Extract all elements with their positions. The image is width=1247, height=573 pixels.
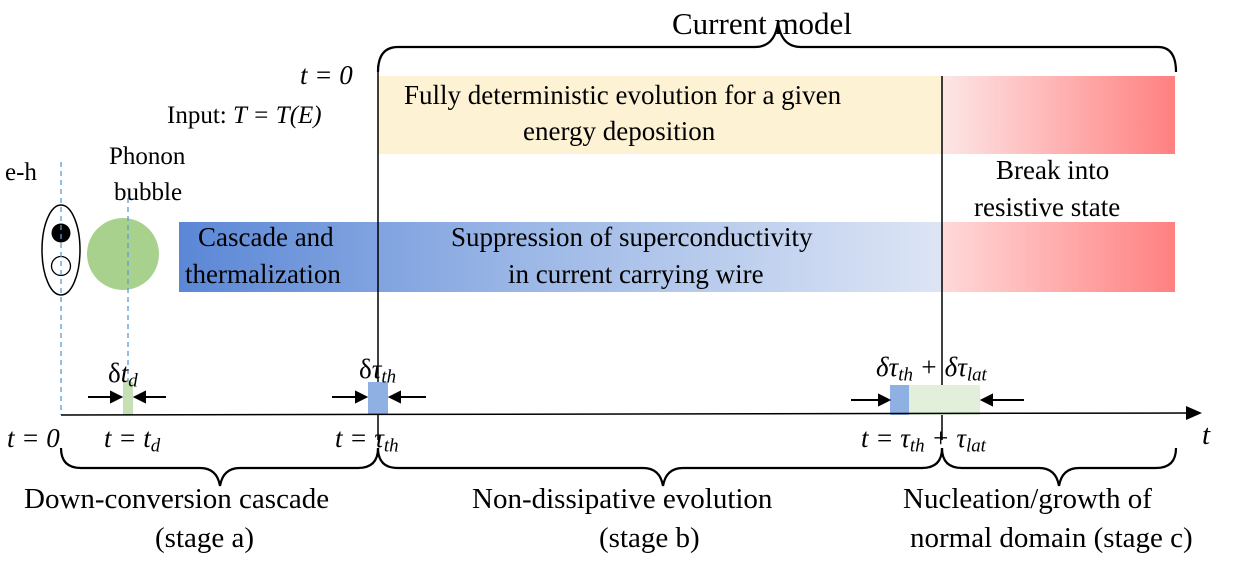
tick-td: t = td bbox=[104, 425, 160, 457]
tick-tth-sub: th bbox=[383, 435, 399, 457]
deterministic-line1: Fully deterministic evolution for a give… bbox=[404, 80, 842, 110]
break-gradient-bottom bbox=[942, 222, 1175, 292]
stage-a-line2: (stage a) bbox=[155, 522, 255, 554]
stage-c-brace bbox=[940, 447, 1178, 487]
deterministic-line2: energy deposition bbox=[523, 116, 716, 146]
delta-tau-symbol: δ bbox=[359, 354, 372, 384]
delta-tau-th-label: δτth bbox=[359, 356, 396, 388]
delta-td-box bbox=[123, 382, 133, 415]
stage-c-line2: normal domain (stage c) bbox=[910, 522, 1193, 554]
stage-a-brace bbox=[59, 447, 380, 487]
delta-td-label: δtd bbox=[108, 360, 138, 392]
tick-t0: t = 0 bbox=[7, 423, 60, 453]
tick-tlat-sub2: lat bbox=[965, 435, 986, 457]
tick-tlat-plus: + τ bbox=[924, 423, 966, 453]
delta-td-symbol: δ bbox=[108, 358, 121, 388]
input-prefix: Input: bbox=[167, 102, 233, 129]
tick-td-main: t = t bbox=[104, 423, 151, 453]
tick-td-sub: d bbox=[150, 435, 161, 457]
suppression-line1: Suppression of superconductivity bbox=[451, 222, 813, 252]
phonon-label: Phonon bbox=[109, 143, 186, 170]
break-gradient-top bbox=[942, 76, 1175, 154]
tick-tth: t = τth bbox=[335, 425, 399, 457]
time-axis bbox=[60, 412, 1191, 416]
stage-b-line2: (stage b) bbox=[599, 522, 700, 554]
tick-tlat: t = τth + τlat bbox=[861, 425, 986, 457]
tick-tlat-main: t = τ bbox=[861, 423, 910, 453]
cascade-line1: Cascade and bbox=[198, 222, 334, 252]
bubble-label: bubble bbox=[114, 179, 183, 206]
delta-lat-green-box bbox=[909, 385, 980, 415]
delta-td-sub: d bbox=[128, 370, 138, 392]
current-model-brace bbox=[376, 21, 1178, 73]
deterministic-box bbox=[378, 76, 942, 154]
input-formula: T = T(E) bbox=[232, 102, 322, 129]
delta-lat-sub1: th bbox=[898, 364, 913, 386]
break-line1: Break into bbox=[996, 155, 1110, 185]
electron-hole-ellipse bbox=[41, 204, 81, 296]
delta-tau-sub: th bbox=[381, 366, 397, 388]
stage-a-line1: Down-conversion cascade bbox=[24, 483, 330, 515]
time-axis-arrowhead bbox=[1186, 406, 1202, 420]
delta-lat-sub2: lat bbox=[966, 364, 987, 386]
interval-arrows bbox=[88, 390, 1024, 407]
axis-t-label: t bbox=[1202, 419, 1211, 451]
stage-b-line1: Non-dissipative evolution bbox=[472, 483, 773, 515]
tick-tth-main: t = τ bbox=[335, 423, 384, 453]
eh-label: e-h bbox=[5, 159, 37, 186]
delta-td-var: t bbox=[120, 358, 129, 388]
stage-b-brace bbox=[376, 447, 944, 487]
electron-dot bbox=[51, 223, 71, 243]
t-zero-label: t = 0 bbox=[300, 60, 353, 90]
delta-tau-var: τ bbox=[371, 354, 382, 384]
delta-lat-blue-box bbox=[890, 385, 909, 415]
tick-tlat-sub1: th bbox=[909, 435, 925, 457]
delta-tau-th-box bbox=[368, 382, 388, 415]
cascade-line2: thermalization bbox=[185, 259, 341, 289]
break-line2: resistive state bbox=[974, 192, 1121, 222]
current-model-title: Current model bbox=[672, 6, 852, 41]
input-label: Input: T = T(E) bbox=[167, 103, 322, 128]
stage-c-line1: Nucleation/growth of bbox=[903, 483, 1152, 515]
delta-lat-label: δτth + δτlat bbox=[876, 354, 987, 386]
suppression-line2: in current carrying wire bbox=[508, 259, 764, 289]
suppression-bar bbox=[179, 222, 942, 292]
delta-lat-part1: δτ bbox=[876, 352, 899, 382]
phonon-bubble-circle bbox=[87, 218, 159, 290]
delta-lat-plus: + δτ bbox=[912, 352, 967, 382]
